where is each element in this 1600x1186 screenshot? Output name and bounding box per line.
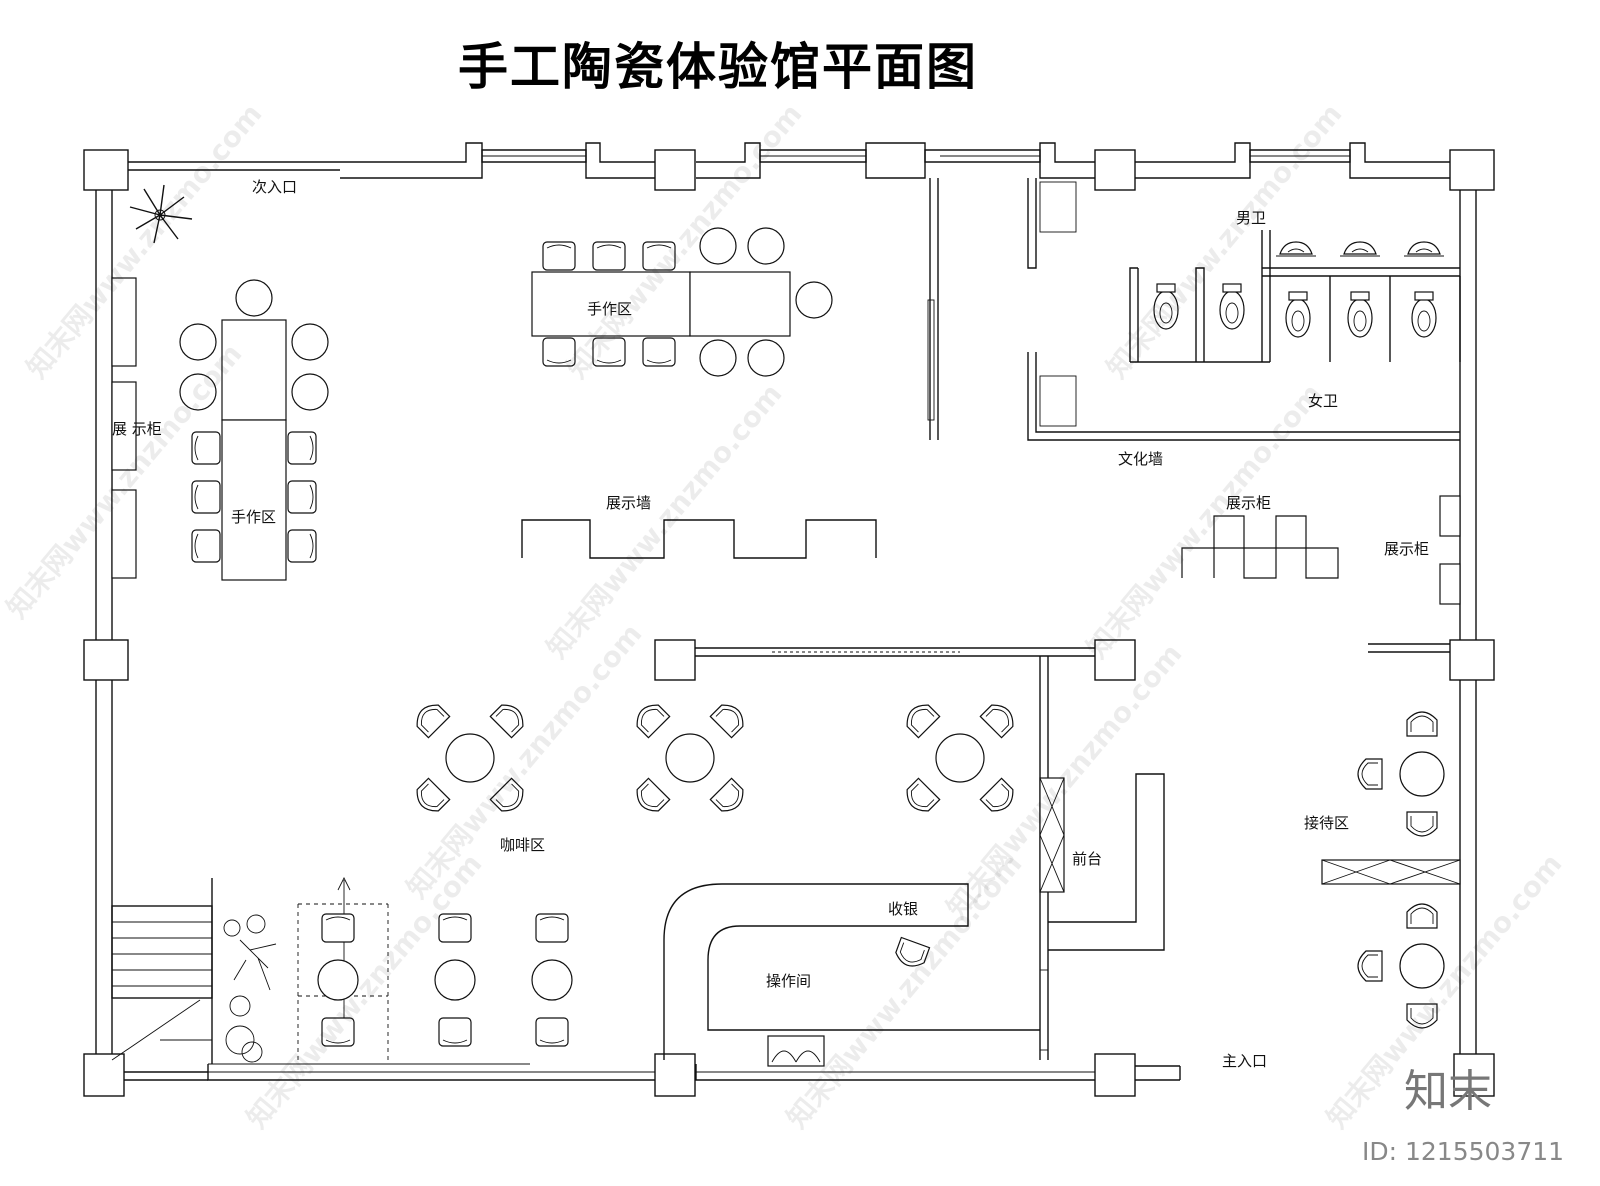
booth-seating xyxy=(317,913,573,1047)
svg-text:知末网www.znzmo.com: 知末网www.znzmo.com xyxy=(400,617,648,904)
interior-walls xyxy=(695,178,1461,1060)
label-reception-area: 接待区 xyxy=(1304,814,1349,832)
front-desk xyxy=(1039,773,1165,1051)
label-cafe-area: 咖啡区 xyxy=(500,836,545,854)
left-display-cabinets xyxy=(111,277,137,579)
label-operation-room: 操作间 xyxy=(766,972,811,990)
service-counter xyxy=(663,883,1040,1067)
plant-group-icon xyxy=(223,914,277,1063)
plant-icon xyxy=(129,184,193,244)
label-display-wall: 展示墙 xyxy=(606,494,651,512)
label-womens-restroom: 女卫 xyxy=(1308,392,1338,410)
area-labels: 次入口 手作区 手作区 展 示柜 男卫 女卫 文化墙 展示墙 展示柜 展示柜 咖… xyxy=(112,178,1429,1070)
label-culture-wall: 文化墙 xyxy=(1118,450,1163,468)
left-workshop xyxy=(179,279,329,581)
cafe-tables xyxy=(410,698,1020,818)
brand-logo: 知末 xyxy=(1404,1066,1492,1117)
label-workshop-top: 手作区 xyxy=(587,300,632,318)
label-front-desk: 前台 xyxy=(1072,850,1102,868)
label-workshop-left: 手作区 xyxy=(231,508,276,526)
label-display-cabinet-right: 展示柜 xyxy=(1384,540,1429,558)
svg-text:知末网www.znzmo.com: 知末网www.znzmo.com xyxy=(1100,97,1348,384)
top-workshop xyxy=(531,227,833,377)
right-display-cabinets xyxy=(1181,495,1461,605)
label-mens-restroom: 男卫 xyxy=(1236,209,1266,227)
stairs xyxy=(111,876,389,1064)
label-main-entrance: 主入口 xyxy=(1222,1052,1267,1070)
svg-text:知末网www.znzmo.com: 知末网www.znzmo.com xyxy=(780,847,1028,1134)
image-id: ID: 1215503711 xyxy=(1362,1137,1564,1166)
svg-text:知末网www.znzmo.com: 知末网www.znzmo.com xyxy=(540,377,788,664)
label-cashier: 收银 xyxy=(888,900,918,918)
label-secondary-entrance: 次入口 xyxy=(252,178,297,196)
label-display-cabinet-left: 展 示柜 xyxy=(112,420,162,438)
display-wall xyxy=(521,519,877,559)
plan-title: 手工陶瓷体验馆平面图 xyxy=(458,38,978,96)
structural-columns xyxy=(83,149,1495,1097)
reception-area xyxy=(1321,711,1461,1029)
label-display-cabinet-center: 展示柜 xyxy=(1226,494,1271,512)
